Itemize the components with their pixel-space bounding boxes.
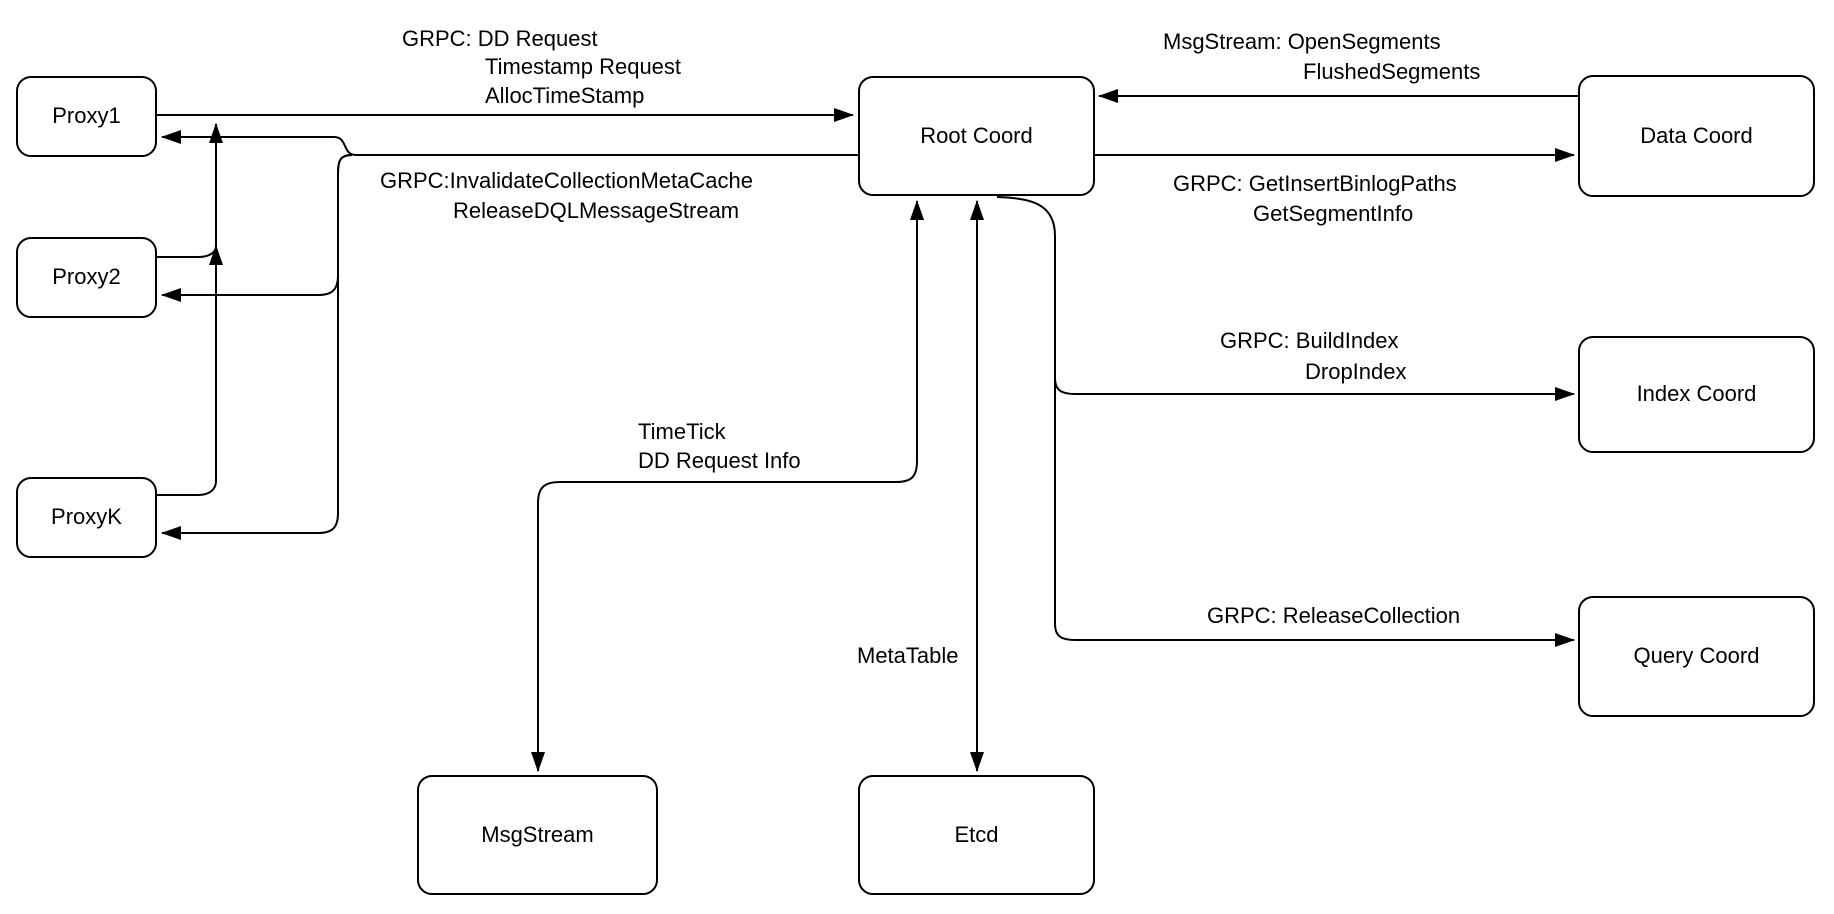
edge-label-root-to-datacoord-line2: GetSegmentInfo — [1253, 201, 1414, 226]
node-index-coord: Index Coord — [1578, 336, 1815, 453]
edge-rootcoord-to-proxyk — [161, 154, 353, 540]
edge-label-root-to-datacoord-line1: GRPC: GetInsertBinlogPaths — [1173, 171, 1457, 196]
node-data-coord: Data Coord — [1578, 75, 1815, 197]
node-root-coord: Root Coord — [858, 76, 1095, 196]
edge-rootcoord-to-querycoord — [996, 196, 1575, 647]
edge-label-datacoord-to-root-line1: MsgStream: OpenSegments — [1163, 29, 1441, 54]
edge-label-proxy-to-root-line1: GRPC: DD Request — [402, 26, 598, 51]
node-query-coord: Query Coord — [1578, 596, 1815, 717]
edge-label-root-to-querycoord-line1: GRPC: ReleaseCollection — [1207, 603, 1461, 628]
edge-label-root-to-proxy-line1: GRPC:InvalidateCollectionMetaCache — [380, 168, 753, 193]
node-index-coord-label: Index Coord — [1636, 381, 1757, 407]
node-msgstream-label: MsgStream — [481, 821, 594, 847]
edge-proxy2-to-trunk — [157, 245, 223, 266]
node-proxy2-label: Proxy2 — [52, 264, 121, 290]
edge-label-root-to-msgstream-line2: DD Request Info — [638, 448, 801, 473]
node-proxyk: ProxyK — [16, 477, 157, 558]
edge-label-root-to-proxy-line2: ReleaseDQLMessageStream — [453, 198, 740, 223]
edge-rootcoord-to-proxy2 — [161, 154, 353, 302]
node-proxyk-label: ProxyK — [51, 504, 122, 530]
edge-rootcoord-msgstream — [531, 200, 924, 772]
edge-label-proxy-to-root-line3: AllocTimeStamp — [485, 83, 645, 108]
node-etcd: Etcd — [858, 775, 1095, 895]
edge-rootcoord-to-proxy1 — [161, 130, 858, 156]
edge-label-root-to-indexcoord-line1: GRPC: BuildIndex — [1220, 328, 1399, 353]
edge-proxyk-to-trunk — [157, 123, 223, 496]
edge-label-root-to-etcd-line1: MetaTable — [857, 643, 959, 668]
edge-label-root-to-indexcoord-line2: DropIndex — [1305, 359, 1407, 384]
node-root-coord-label: Root Coord — [920, 122, 1033, 148]
node-query-coord-label: Query Coord — [1633, 643, 1760, 669]
node-data-coord-label: Data Coord — [1640, 122, 1753, 148]
edge-label-datacoord-to-root-line2: FlushedSegments — [1303, 59, 1481, 84]
node-msgstream: MsgStream — [417, 775, 658, 895]
node-etcd-label: Etcd — [954, 821, 999, 847]
node-proxy1-label: Proxy1 — [52, 103, 121, 129]
node-proxy2: Proxy2 — [16, 237, 157, 318]
edge-label-root-to-msgstream-line1: TimeTick — [638, 419, 726, 444]
edge-label-proxy-to-root-line2: Timestamp Request — [485, 54, 682, 79]
node-proxy1: Proxy1 — [16, 76, 157, 157]
